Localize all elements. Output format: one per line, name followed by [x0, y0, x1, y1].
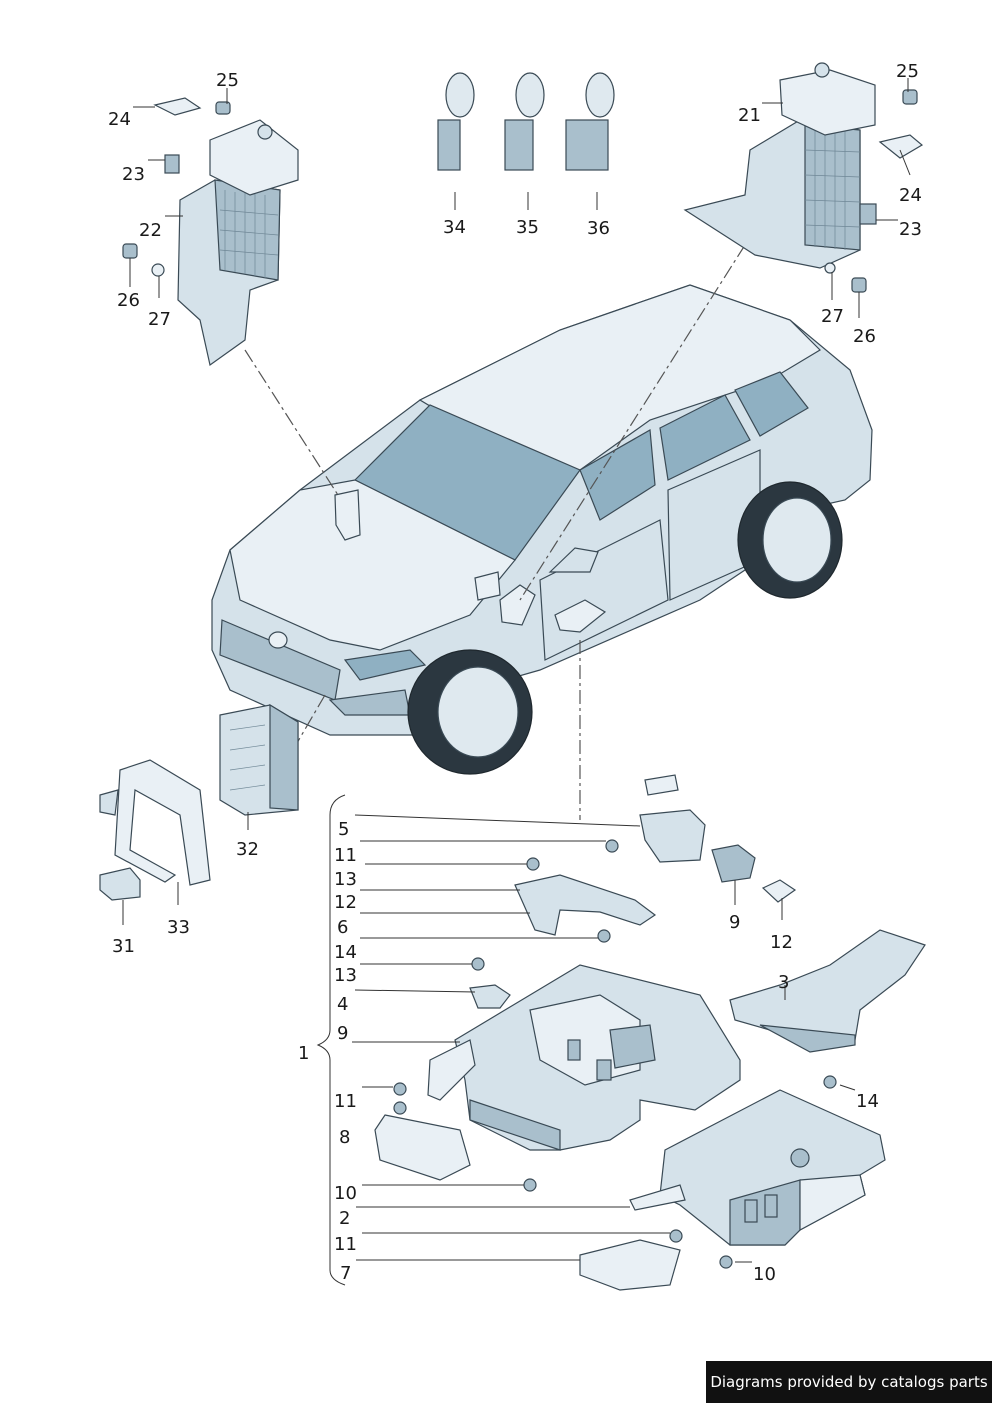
callout-23-left: 23 [122, 164, 145, 185]
callout-27-right: 27 [821, 306, 844, 327]
callout-26-right: 26 [853, 326, 876, 347]
callout-7: 7 [340, 1263, 351, 1284]
callout-24-left: 24 [108, 109, 131, 130]
bracket-33 [99, 759, 211, 901]
callout-1: 1 [298, 1043, 309, 1064]
callout-22: 22 [139, 220, 162, 241]
callout-26-left: 26 [117, 290, 140, 311]
callout-31: 31 [112, 936, 135, 957]
callout-14-b: 14 [856, 1091, 879, 1112]
callout-2: 2 [339, 1208, 350, 1229]
callout-10-a: 10 [334, 1183, 357, 1204]
callout-5: 5 [338, 819, 349, 840]
fuse-holder-right [683, 62, 924, 293]
callout-6: 6 [337, 917, 348, 938]
item-1-brace [316, 794, 346, 1286]
lower-tray-2 [629, 1075, 886, 1269]
callout-25-right: 25 [896, 61, 919, 82]
location-lines [244, 244, 746, 820]
cover-3 [729, 929, 926, 1053]
callout-11-c: 11 [334, 1234, 357, 1255]
callout-13-b: 13 [334, 965, 357, 986]
callout-32: 32 [236, 839, 259, 860]
main-carrier-tray [427, 964, 741, 1192]
callout-23-right: 23 [899, 219, 922, 240]
attribution-banner: Diagrams provided by catalogs parts [706, 1361, 992, 1403]
bus-bars [374, 1082, 683, 1291]
callout-9-b: 9 [729, 912, 740, 933]
callout-34: 34 [443, 217, 466, 238]
callout-4: 4 [337, 994, 348, 1015]
callout-14-a: 14 [334, 942, 357, 963]
callout-24-right: 24 [899, 185, 922, 206]
callout-10-b: 10 [753, 1264, 776, 1285]
wire-connectors [437, 72, 615, 171]
callout-9-a: 9 [337, 1023, 348, 1044]
callout-21: 21 [738, 105, 761, 126]
leader-lines [122, 78, 911, 1263]
callout-33: 33 [167, 917, 190, 938]
fuse-holder-left [122, 97, 299, 367]
control-module-32 [219, 703, 299, 816]
callout-27-left: 27 [148, 309, 171, 330]
callout-13-a: 13 [334, 869, 357, 890]
callout-labels: 25 24 23 22 26 27 34 35 36 25 21 24 23 2… [108, 61, 922, 1285]
callout-3: 3 [778, 972, 789, 993]
callout-36: 36 [587, 218, 610, 239]
callout-35: 35 [516, 217, 539, 238]
callout-11-a: 11 [334, 845, 357, 866]
callout-25-left: 25 [216, 70, 239, 91]
callout-12-a: 12 [334, 892, 357, 913]
callout-8: 8 [339, 1127, 350, 1148]
callout-11-b: 11 [334, 1091, 357, 1112]
upper-brackets [469, 774, 797, 1009]
vehicle-illustration [211, 284, 873, 775]
callout-12-b: 12 [770, 932, 793, 953]
